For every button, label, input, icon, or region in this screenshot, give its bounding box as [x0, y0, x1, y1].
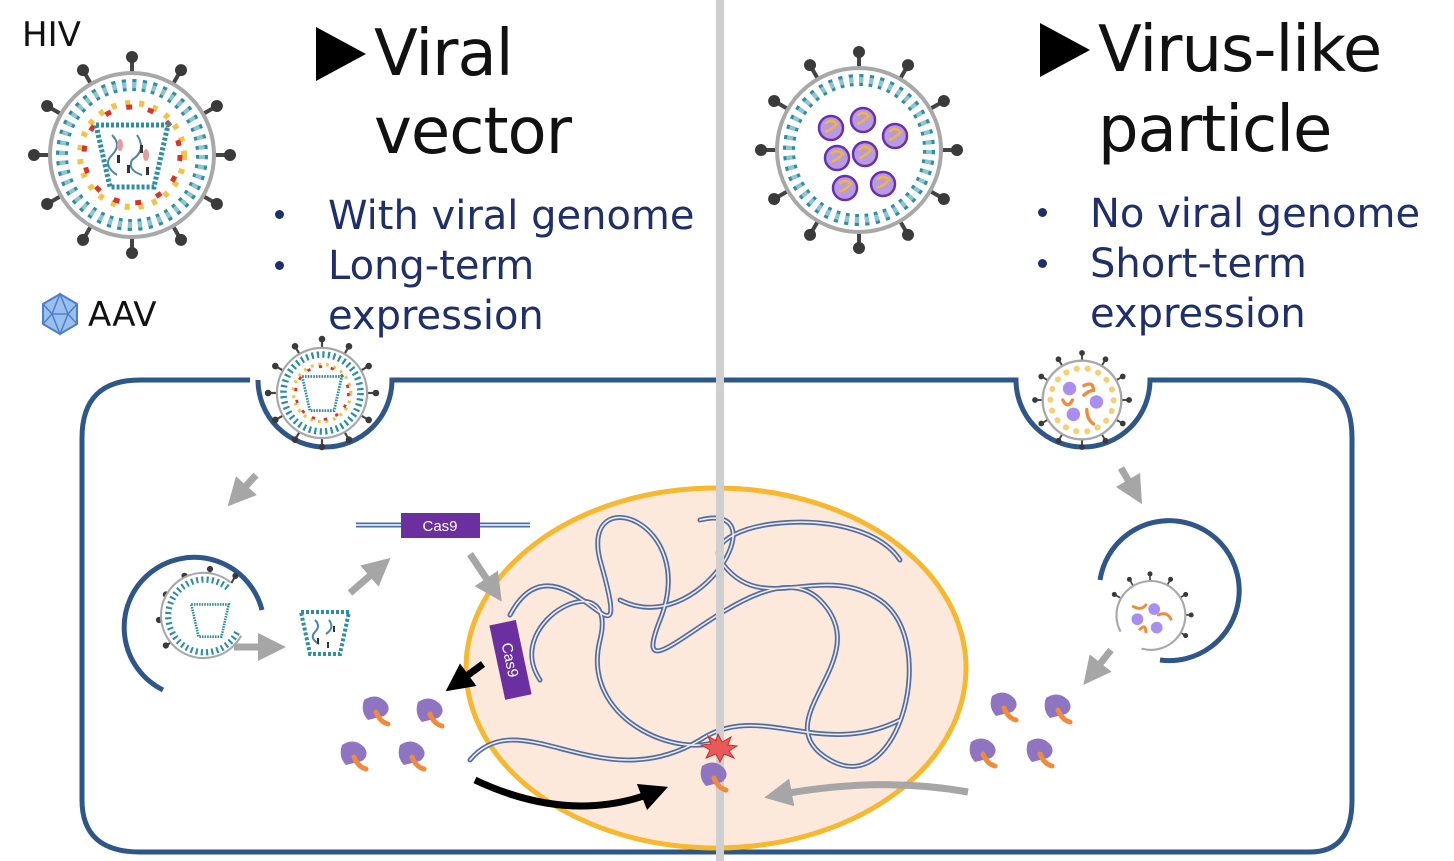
viral-vector-title-line1: Viral	[374, 17, 513, 91]
bullet-icon	[275, 210, 284, 219]
cas9-gene	[356, 513, 530, 538]
vlp-title-line2: particle	[1098, 93, 1332, 167]
cas9-protein-group	[340, 692, 1073, 793]
title-arrow-icon	[316, 27, 366, 81]
bullet-long-term-expression: expression	[328, 293, 544, 339]
hiv-uncoating-icon	[154, 564, 243, 660]
bullet-icon	[275, 261, 284, 270]
vlp-particle-icon	[753, 44, 965, 256]
bullet-with-viral-genome: With viral genome	[328, 193, 695, 239]
bullet-icon	[1038, 259, 1047, 268]
bullet-long-term: Long-term	[328, 243, 535, 289]
viral-vector-title-line2: vector	[374, 95, 572, 169]
process-arrows	[227, 466, 1143, 811]
capsid-icon	[298, 610, 352, 656]
vlp-uncoating-icon	[1110, 570, 1195, 651]
vlp-entering-icon	[1031, 349, 1133, 451]
vlp-title-line1: Virus-like	[1098, 13, 1382, 87]
cas9-gene-label: Cas9	[422, 518, 457, 535]
bullet-short-term: Short-term	[1090, 241, 1307, 287]
hiv-label: HIV	[22, 15, 81, 55]
aav-icon	[42, 291, 78, 337]
integrated-cas9	[489, 619, 532, 700]
bullet-short-term-expression: expression	[1090, 291, 1306, 337]
title-arrow-icon	[1040, 23, 1090, 77]
integrated-cas9-label: Cas9	[498, 641, 522, 679]
aav-label: AAV	[88, 295, 157, 335]
bullet-icon	[1038, 208, 1047, 217]
bullet-no-viral-genome: No viral genome	[1090, 191, 1421, 237]
hiv-entering-icon	[263, 334, 381, 452]
hiv-particle-icon	[26, 49, 238, 261]
endosome-right	[1097, 518, 1242, 664]
endosome-left	[121, 554, 265, 693]
dsb-burst-icon	[699, 732, 739, 764]
